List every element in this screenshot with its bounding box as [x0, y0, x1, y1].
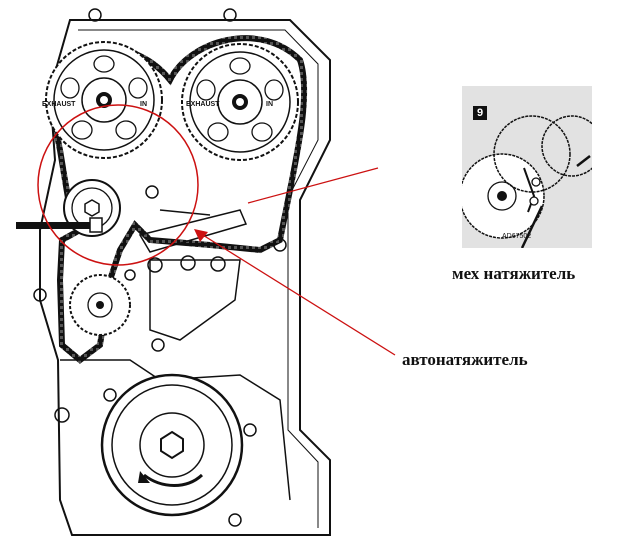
crankshaft-pulley	[100, 373, 244, 517]
rotation-arrow-icon	[143, 473, 204, 487]
intake-camshaft-gear	[181, 43, 299, 161]
exhaust-mark-left: EXHAUST	[42, 101, 76, 108]
in-mark-left: IN	[140, 101, 147, 108]
exhaust-camshaft-gear	[45, 41, 163, 159]
tension-tool	[16, 222, 96, 229]
inset-step-number: 9	[473, 106, 487, 120]
engine-casing	[39, 19, 331, 536]
tensioner-bracket	[138, 185, 248, 352]
tensioner-highlight-circle	[37, 104, 199, 266]
in-mark-right: IN	[266, 101, 273, 108]
inset-drawing	[462, 115, 592, 248]
inset-detail: 9 AD67502	[462, 86, 592, 248]
label-mech-tensioner: мех натяжитель	[452, 264, 576, 283]
inset-drawing-code: AD67502	[502, 233, 532, 240]
idler-gear	[69, 274, 131, 336]
leader-line-mech	[247, 167, 379, 204]
exhaust-mark-right: EXHAUST	[186, 101, 220, 108]
casing-bolts	[33, 8, 287, 527]
label-auto-tensioner: автонатяжитель	[402, 350, 528, 369]
leader-line-auto	[197, 231, 396, 356]
hex-bolt-icon	[84, 199, 100, 217]
